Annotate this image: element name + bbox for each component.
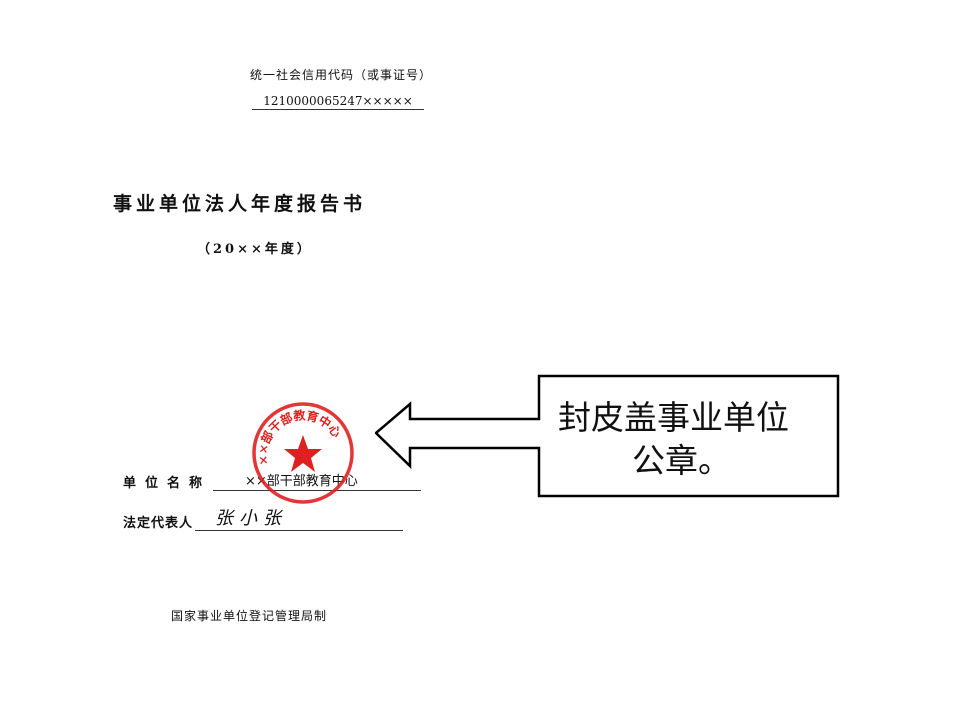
signature: 张小张 — [215, 508, 288, 529]
official-seal: ××部干部教育中心 — [252, 402, 354, 504]
report-title: 事业单位法人年度报告书 — [113, 193, 367, 215]
legal-rep-row: 法定代表人 张小张 — [123, 508, 404, 531]
report-year: （20××年度） — [197, 242, 313, 257]
legal-rep-line: 张小张 — [195, 508, 404, 531]
credit-code-value: 1210000065247××××× — [252, 94, 424, 110]
callout-line2: 公章。 — [632, 441, 731, 480]
star-icon — [284, 435, 322, 472]
callout-text: 封皮盖事业单位 公章。 — [558, 396, 828, 482]
callout-line1: 封皮盖事业单位 — [558, 398, 789, 437]
unit-name-line: ××部干部教育中心 — [213, 472, 422, 491]
unit-name-value: ××部干部教育中心 — [245, 474, 358, 489]
callout-arrow — [375, 374, 840, 498]
legal-rep-label: 法定代表人 — [123, 516, 194, 531]
footer-issuer: 国家事业单位登记管理局制 — [171, 609, 328, 623]
unit-name-label: 单位名称 — [123, 476, 212, 491]
unit-name-row: 单位名称 ××部干部教育中心 — [123, 472, 422, 491]
credit-code-label: 统一社会信用代码（或事证号） — [250, 68, 433, 82]
